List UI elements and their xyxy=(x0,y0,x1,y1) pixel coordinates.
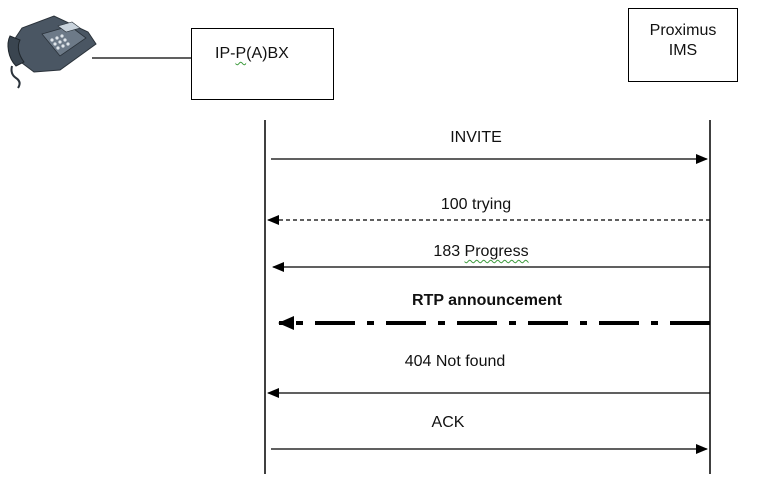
msg-label-ack: ACK xyxy=(431,414,465,431)
pbx-label-prefix: IP- xyxy=(215,45,236,62)
msg-label-183-prefix: 183 xyxy=(433,243,465,260)
msg-label-404-not-found: 404 Not found xyxy=(404,353,506,370)
msg-label-100-trying: 100 trying xyxy=(440,196,512,213)
msg-label-rtp-announcement: RTP announcement xyxy=(412,292,562,309)
pbx-entity-box: IP-P(A)BX xyxy=(191,28,334,100)
pbx-label-suffix: (A)BX xyxy=(246,45,289,62)
ims-label-line2: IMS xyxy=(668,42,698,59)
telephone-icon xyxy=(7,15,97,89)
msg-label-invite: INVITE xyxy=(450,129,502,146)
msg-label-183-marked: Progress xyxy=(464,243,529,260)
pbx-label-marked: P xyxy=(235,45,247,62)
ims-label-line1: Proximus xyxy=(649,22,717,39)
ims-entity-box: Proximus IMS xyxy=(628,8,738,82)
msg-label-183-progress: 183 Progress xyxy=(433,243,528,261)
